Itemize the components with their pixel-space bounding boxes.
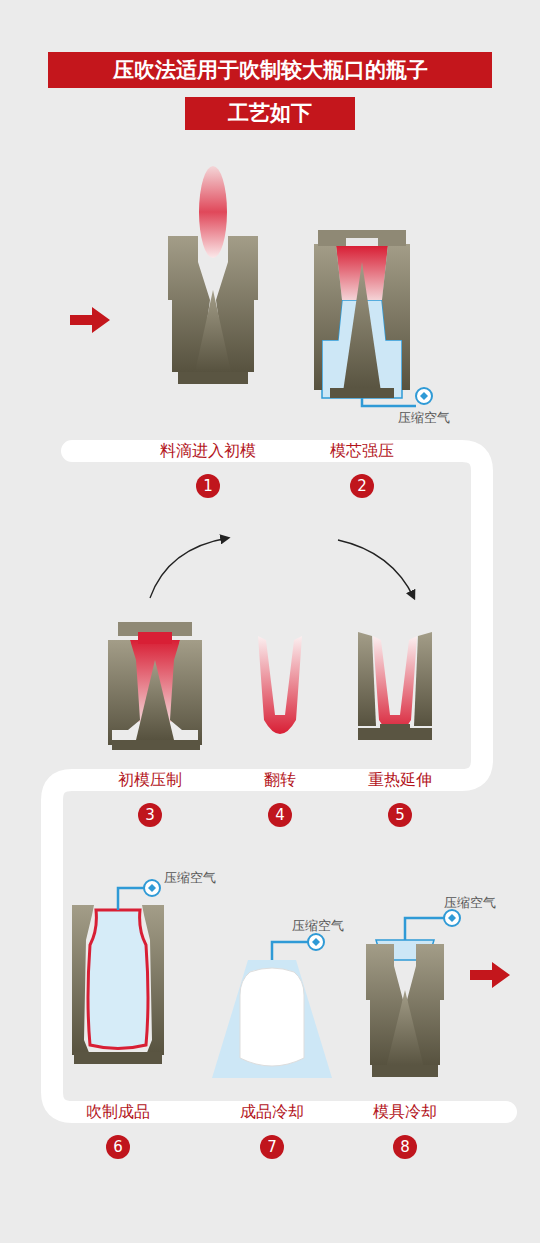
step-label: 模芯强压 — [330, 440, 394, 462]
banner-text: 工艺如下 — [228, 101, 312, 125]
subtitle-banner: 工艺如下 — [185, 97, 355, 130]
product-cooling — [212, 960, 332, 1078]
air-label: 压缩空气 — [292, 918, 344, 934]
step-label: 模具冷却 — [373, 1101, 437, 1123]
title-banner: 压吹法适用于吹制较大瓶口的瓶子 — [48, 52, 492, 88]
product-cooling — [312, 938, 320, 946]
plunger-press — [416, 388, 432, 404]
product-cooling — [212, 934, 332, 1078]
final-blow — [88, 910, 148, 1049]
mold-cooling — [372, 1065, 438, 1077]
process-step: 料滴进入初模 1 — [160, 440, 256, 498]
gob-into-mold — [195, 290, 231, 372]
reheat-stretch — [373, 636, 417, 734]
reheat-stretch — [358, 632, 376, 726]
process-step: 模具冷却 8 — [373, 1101, 437, 1159]
reheat-stretch — [358, 632, 432, 740]
parison-press — [112, 740, 200, 750]
final-blow — [72, 905, 94, 1055]
exit-arrow — [470, 962, 510, 988]
parison-press — [108, 622, 202, 750]
final-blow — [74, 1052, 162, 1064]
air-label: 压缩空气 — [398, 410, 450, 426]
process-step: 初模压制 3 — [118, 769, 182, 827]
callout-number: 6 — [106, 1135, 130, 1159]
process-step: 翻转 4 — [264, 769, 296, 827]
final-blow — [148, 884, 156, 892]
inverted-parison — [258, 636, 302, 734]
plunger-press — [314, 244, 342, 390]
air-label: 压缩空气 — [444, 895, 496, 911]
flip-arrow — [150, 538, 228, 598]
callout-number: 5 — [388, 803, 412, 827]
reheat-stretch — [414, 632, 432, 726]
product-cooling — [308, 934, 324, 950]
final-blow — [118, 888, 144, 910]
flip-arrow — [338, 540, 414, 598]
callout-number: 3 — [138, 803, 162, 827]
parison-press — [170, 640, 202, 745]
plunger-press — [420, 392, 428, 400]
mold-cooling — [444, 910, 460, 926]
plunger-press — [382, 244, 410, 390]
inverted-parison — [258, 636, 302, 734]
plunger-press — [343, 262, 381, 392]
final-blow — [142, 905, 164, 1055]
mold-cooling — [366, 910, 460, 1077]
product-cooling — [272, 942, 308, 960]
plunger-press — [318, 230, 406, 246]
process-step: 模芯强压 2 — [330, 440, 394, 498]
plunger-press — [314, 230, 432, 406]
step-label: 成品冷却 — [240, 1101, 304, 1123]
air-label: 压缩空气 — [164, 870, 216, 886]
step-label: 翻转 — [264, 769, 296, 791]
final-blow — [144, 880, 160, 896]
parison-press — [136, 660, 174, 740]
reheat-stretch — [358, 728, 432, 740]
step-label: 重热延伸 — [368, 769, 432, 791]
final-blow — [72, 880, 164, 1064]
callout-number: 4 — [268, 803, 292, 827]
gob-into-mold — [168, 166, 258, 384]
process-step: 成品冷却 7 — [240, 1101, 304, 1159]
plunger-press — [362, 398, 416, 406]
plunger-press — [330, 388, 394, 398]
process-step: 吹制成品 6 — [86, 1101, 150, 1159]
gob-into-mold — [178, 372, 248, 384]
mold-cooling — [386, 990, 424, 1068]
step-label: 吹制成品 — [86, 1101, 150, 1123]
parison-press — [138, 632, 172, 644]
product-cooling — [240, 968, 304, 1066]
plunger-press — [346, 238, 378, 246]
step-label: 料滴进入初模 — [160, 440, 256, 462]
entry-arrow — [70, 307, 110, 333]
mold-cooling — [405, 918, 444, 940]
parison-press — [108, 640, 140, 745]
callout-number: 8 — [393, 1135, 417, 1159]
callout-number: 7 — [260, 1135, 284, 1159]
reheat-stretch — [380, 724, 410, 729]
gob-into-mold — [199, 166, 227, 258]
step-label: 初模压制 — [118, 769, 182, 791]
mold-cooling — [448, 914, 456, 922]
callout-number: 1 — [196, 474, 220, 498]
callout-number: 2 — [350, 474, 374, 498]
process-step: 重热延伸 5 — [368, 769, 432, 827]
flow-band — [52, 451, 506, 1112]
